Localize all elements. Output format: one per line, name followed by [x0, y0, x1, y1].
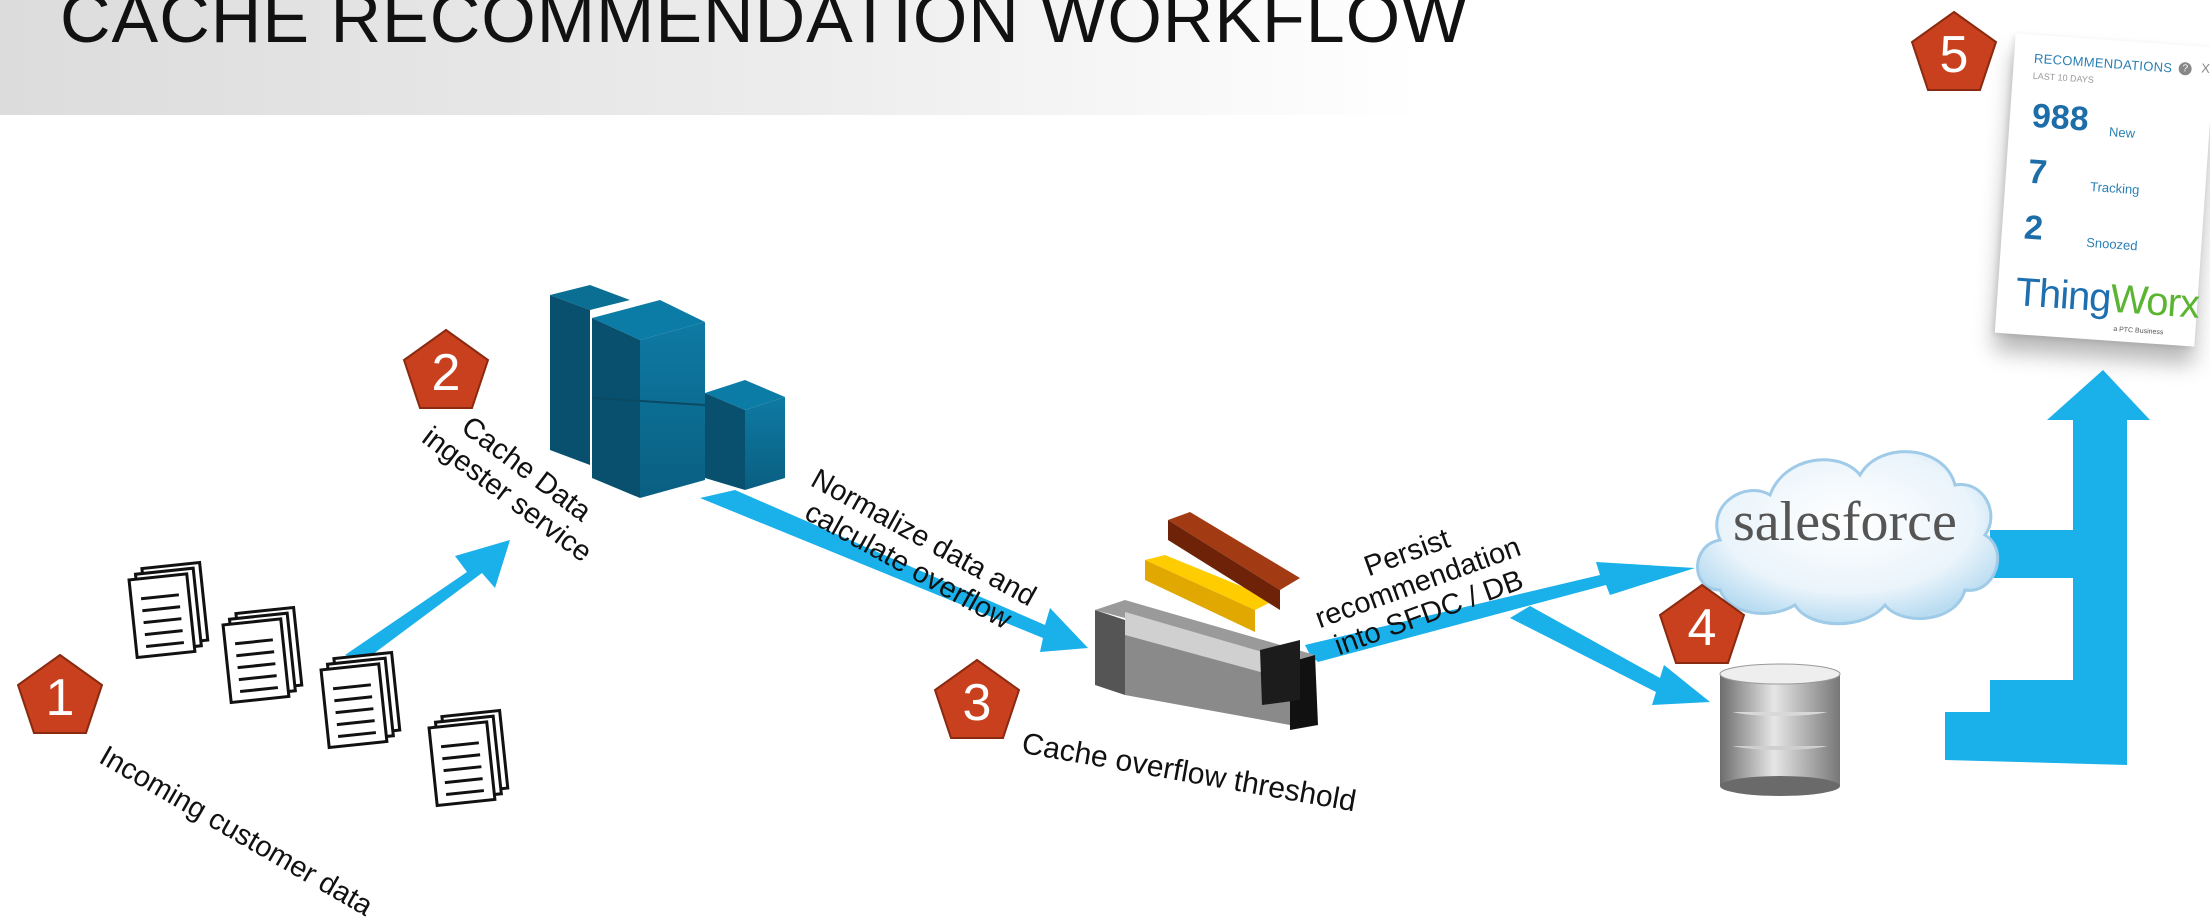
badge-2-number: 2 [432, 344, 461, 402]
overflow-threshold-icon [1095, 512, 1318, 730]
arrow-threshold-to-database [1510, 606, 1710, 705]
thingworx-logo-part2: Worx [2108, 276, 2201, 327]
diagram-canvas: 1 2 3 4 5 [16, 10, 2150, 808]
arrow-base [1945, 712, 2127, 765]
data-cubes-icon [550, 285, 785, 498]
badge-3-number: 3 [963, 674, 992, 732]
badge-1: 1 [16, 653, 104, 734]
metric-snoozed-label: Snoozed [2085, 234, 2139, 254]
badge-5-number: 5 [1940, 26, 1969, 84]
arrow-ingester-to-threshold [700, 490, 1088, 652]
badge-5: 5 [1910, 10, 1998, 91]
badge-1-number: 1 [46, 669, 75, 727]
metric-tracking-label: Tracking [2089, 178, 2140, 198]
title-band [0, 0, 1420, 115]
salesforce-cloud-icon [1696, 450, 2000, 626]
recommendations-card: RECOMMENDATIONS LAST 10 DAYS ? X 988 New… [1994, 33, 2210, 347]
thingworx-tagline: a PTC Business [2113, 325, 2164, 337]
arrow-data-to-ingester [345, 540, 510, 660]
salesforce-logo-text: salesforce [1733, 491, 1957, 553]
badge-4-number: 4 [1688, 599, 1717, 657]
metric-new-label: New [2108, 124, 2136, 141]
arrow-to-recommendations [1945, 370, 2150, 765]
metric-snoozed-value[interactable]: 2 [2022, 208, 2045, 248]
database-icon [1719, 663, 1841, 796]
close-icon[interactable]: X [2200, 60, 2210, 77]
thingworx-logo-part1: Thing [2014, 270, 2113, 321]
badge-3: 3 [933, 658, 1021, 739]
badge-2: 2 [402, 328, 490, 409]
card-subheader: LAST 10 DAYS [2032, 70, 2095, 85]
arrow-threshold-to-salesforce [1305, 562, 1695, 662]
card-actions: ? X [2178, 59, 2210, 77]
page-title: CACHE RECOMMENDATION WORKFLOW [60, 0, 1469, 57]
help-icon[interactable]: ? [2178, 61, 2193, 76]
badge-4: 4 [1658, 583, 1746, 664]
documents-icon [127, 560, 510, 808]
metric-new-value[interactable]: 988 [2030, 96, 2090, 139]
metric-tracking-value[interactable]: 7 [2026, 152, 2049, 192]
thingworx-logo: ThingWorx [2014, 270, 2200, 328]
